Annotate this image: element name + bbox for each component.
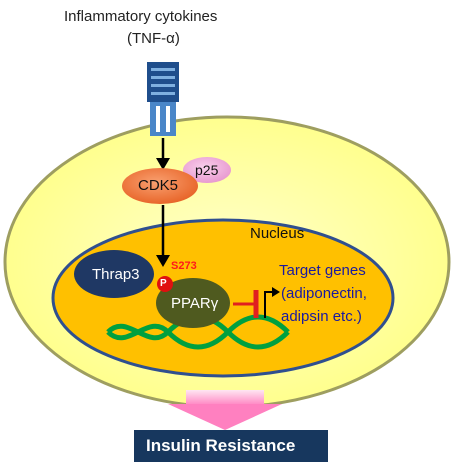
inhibition-symbol bbox=[233, 290, 259, 318]
site-label: S273 bbox=[171, 260, 197, 272]
stimulus-title: Inflammatory cytokines bbox=[64, 8, 218, 25]
cdk5-protein bbox=[122, 168, 198, 204]
receptor-icon bbox=[147, 62, 179, 136]
nucleus-label: Nucleus bbox=[250, 225, 305, 242]
target-genes-line-1: Target genes bbox=[279, 262, 366, 279]
activation-arrow-2 bbox=[156, 205, 170, 267]
target-genes-line-3: adipsin etc.) bbox=[281, 308, 362, 325]
ppar-gamma-protein bbox=[156, 278, 230, 328]
cdk5-label: CDK5 bbox=[138, 177, 179, 194]
p25-label: p25 bbox=[195, 162, 219, 178]
p25-protein bbox=[183, 157, 231, 183]
outcome-arrow bbox=[168, 390, 282, 430]
phosphate-badge bbox=[157, 276, 173, 292]
transcription-arrow-icon bbox=[264, 287, 280, 318]
outcome-box bbox=[134, 430, 328, 462]
outcome-label: Insulin Resistance bbox=[146, 436, 296, 455]
thrap3-label: Thrap3 bbox=[92, 266, 140, 283]
phospho-label: P bbox=[160, 278, 167, 289]
stimulus-subtitle: (TNF-α) bbox=[127, 30, 180, 47]
ppar-label: PPARγ bbox=[171, 295, 219, 312]
activation-arrow-1 bbox=[156, 138, 170, 170]
thrap3-protein bbox=[74, 250, 154, 298]
target-genes-line-2: (adiponectin, bbox=[281, 285, 367, 302]
